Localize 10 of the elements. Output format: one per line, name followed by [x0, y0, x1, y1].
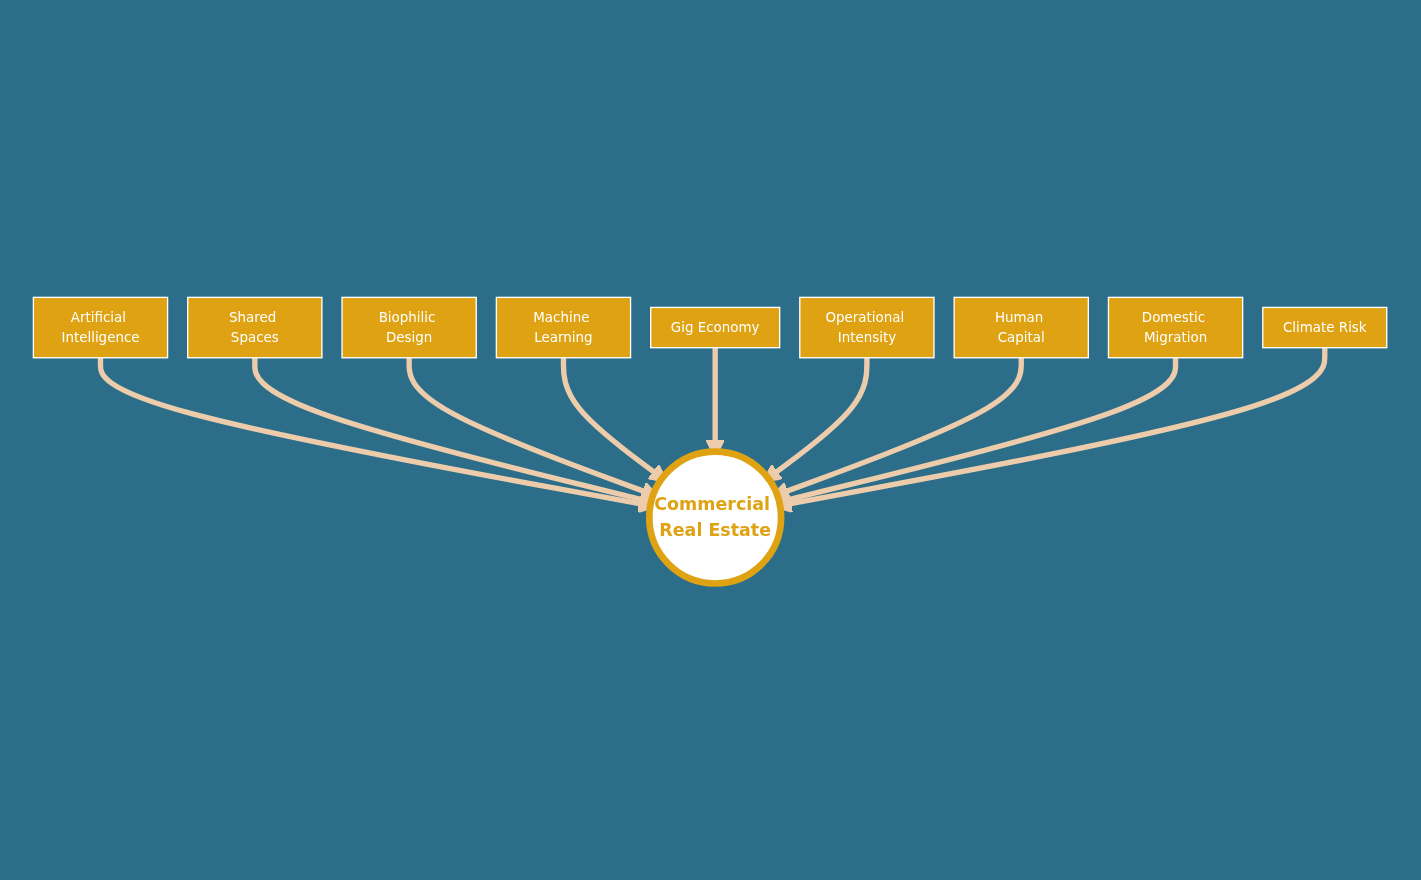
node-box: Gig Economy: [650, 306, 781, 348]
node-box: Climate Risk: [1262, 306, 1388, 348]
node-box: Domestic Migration: [1108, 296, 1244, 358]
node-box: Shared Spaces: [187, 296, 323, 358]
node-circle: Commercial Real Estate: [646, 447, 785, 587]
node-box: Machine Learning: [496, 296, 632, 358]
node-box: Artificial Intelligence: [33, 296, 169, 358]
node-box: Human Capital: [953, 296, 1090, 358]
node-box: Biophilic Design: [341, 296, 478, 358]
node-box: Operational Intensity: [799, 296, 936, 358]
